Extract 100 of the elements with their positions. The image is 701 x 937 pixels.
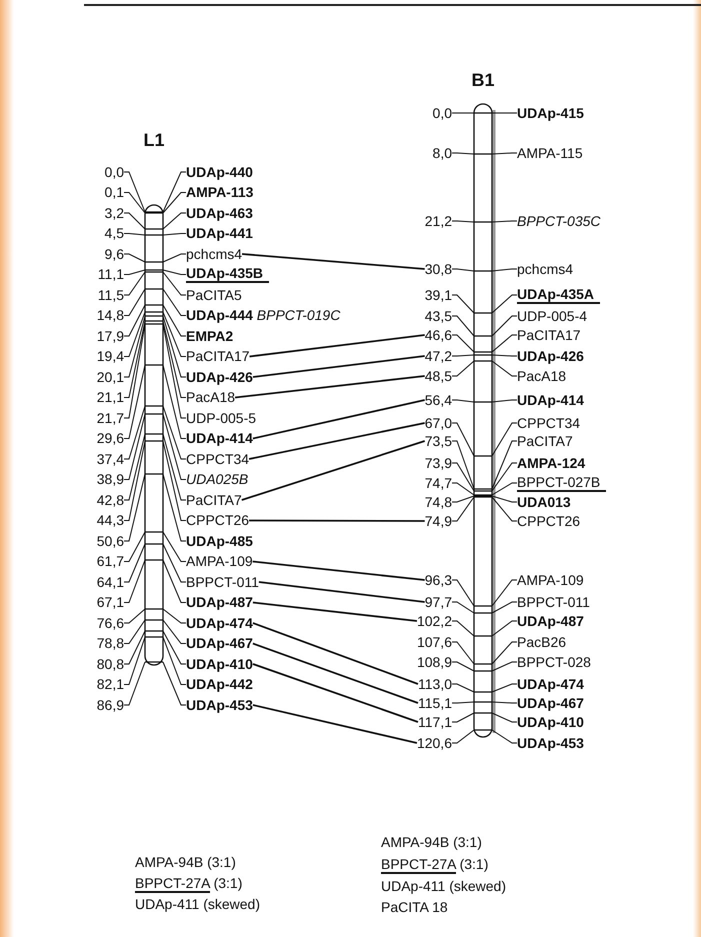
map-position: 78,8 bbox=[96, 635, 124, 652]
tick-line bbox=[124, 630, 146, 664]
tick-line bbox=[124, 316, 146, 378]
tick-line bbox=[492, 712, 518, 722]
marker-name: UDAp-435A bbox=[517, 286, 600, 304]
connector-line bbox=[248, 422, 425, 460]
marker-name: UDAp-415 bbox=[517, 104, 584, 122]
chromosome-label: L1 bbox=[142, 130, 166, 150]
tick-line bbox=[162, 608, 186, 624]
marker-name: BPPCT-027B bbox=[517, 474, 606, 492]
tick-line bbox=[452, 702, 474, 704]
map-position: 107,6 bbox=[416, 634, 452, 650]
marker-name: PaCITA7 bbox=[517, 432, 573, 450]
marker-name: UDAp-440 bbox=[186, 164, 253, 180]
tick-line bbox=[452, 360, 474, 376]
map-position: 0,0 bbox=[104, 164, 124, 180]
marker-name: PaCITA17 bbox=[517, 326, 581, 344]
marker-name: UDAp-426 bbox=[517, 348, 584, 364]
map-position: 3,2 bbox=[104, 204, 124, 222]
tick-line bbox=[162, 560, 186, 603]
marker-name: BPPCT-011 bbox=[517, 594, 590, 610]
connector-line bbox=[241, 440, 426, 501]
map-position: 56,4 bbox=[424, 392, 452, 408]
connector-line bbox=[234, 375, 425, 398]
tick-line bbox=[162, 270, 186, 275]
map-position: 50,6 bbox=[96, 532, 124, 550]
map-position: 113,0 bbox=[418, 676, 452, 692]
marker-name: UDAp-487 bbox=[517, 612, 584, 630]
map-position: 20,1 bbox=[96, 368, 124, 386]
marker-name: UDAp-487 bbox=[186, 594, 253, 611]
map-position: 64,1 bbox=[96, 574, 124, 590]
tick-line bbox=[162, 434, 186, 500]
tick-line bbox=[452, 712, 474, 722]
marker-name: AMPA-113 bbox=[186, 184, 254, 201]
marker-name: BPPCT-035C bbox=[517, 212, 601, 230]
marker-name: BPPCT-028 bbox=[517, 654, 591, 670]
tick-line bbox=[162, 288, 186, 316]
tick-line bbox=[124, 474, 146, 542]
tick-line bbox=[452, 354, 474, 356]
marker-name: UDAp-467 bbox=[186, 635, 253, 652]
map-position: 44,3 bbox=[96, 512, 124, 529]
map-position: 19,4 bbox=[96, 348, 124, 365]
map-position: 21,2 bbox=[424, 212, 452, 230]
map-position: 74,7 bbox=[424, 474, 452, 492]
tick-line bbox=[162, 544, 186, 582]
marker-name: UDAp-414 bbox=[517, 392, 584, 408]
tick-line bbox=[124, 364, 146, 439]
tick-line bbox=[492, 642, 518, 664]
map-position: 47,2 bbox=[424, 348, 452, 364]
tick-line bbox=[492, 152, 518, 154]
marker-name: UDAp-426 bbox=[186, 368, 253, 386]
tick-line bbox=[124, 270, 146, 275]
map-position: 67,0 bbox=[424, 414, 452, 432]
tick-line bbox=[124, 254, 146, 262]
connector-line bbox=[252, 704, 418, 744]
marker-name: PacA18 bbox=[186, 389, 236, 406]
tick-line bbox=[492, 496, 518, 502]
map-position: 21,1 bbox=[96, 389, 124, 406]
tick-line bbox=[162, 532, 186, 562]
map-position: 61,7 bbox=[96, 553, 124, 570]
note-text: UDAp-411 (skewed) bbox=[135, 896, 260, 912]
tick-line bbox=[492, 354, 518, 356]
connector-line bbox=[252, 355, 425, 378]
tick-line bbox=[162, 254, 186, 262]
tick-line bbox=[124, 320, 146, 398]
tick-line bbox=[492, 462, 518, 492]
tick-line bbox=[452, 152, 474, 154]
tick-line bbox=[492, 684, 518, 692]
tick-line bbox=[452, 268, 474, 272]
map-position: 0,0 bbox=[432, 104, 452, 122]
tick-line bbox=[162, 172, 186, 212]
connector-line bbox=[249, 520, 425, 522]
marker-name: UDAp-442 bbox=[186, 676, 253, 693]
tick-line bbox=[162, 636, 186, 685]
map-position: 86,9 bbox=[96, 696, 124, 714]
map-position: 17,9 bbox=[96, 328, 124, 344]
tick-line bbox=[124, 636, 146, 685]
map-position: 8,0 bbox=[432, 144, 452, 162]
marker-name: PacB26 bbox=[517, 634, 566, 650]
tick-line bbox=[492, 316, 518, 336]
map-position: 43,5 bbox=[424, 308, 452, 324]
map-position: 120,6 bbox=[416, 734, 452, 752]
map-position: 30,8 bbox=[424, 260, 452, 278]
tick-line bbox=[162, 233, 186, 236]
map-position: 108,9 bbox=[416, 654, 452, 670]
tick-line bbox=[452, 400, 474, 402]
tick-line bbox=[492, 294, 518, 314]
map-position: 11,5 bbox=[98, 286, 124, 304]
tick-line bbox=[162, 316, 186, 378]
marker-name: UDAp-414 bbox=[186, 430, 253, 447]
marker-name: UDAp-410 bbox=[186, 656, 253, 672]
tick-line bbox=[162, 364, 186, 439]
marker-name: UDAp-474 bbox=[517, 676, 584, 692]
tick-line bbox=[162, 324, 186, 418]
tick-line bbox=[452, 112, 474, 114]
map-position: 115,1 bbox=[418, 694, 452, 712]
tick-line bbox=[162, 212, 186, 230]
tick-line bbox=[452, 730, 474, 744]
tick-line bbox=[162, 662, 186, 706]
connector-line bbox=[252, 602, 418, 622]
